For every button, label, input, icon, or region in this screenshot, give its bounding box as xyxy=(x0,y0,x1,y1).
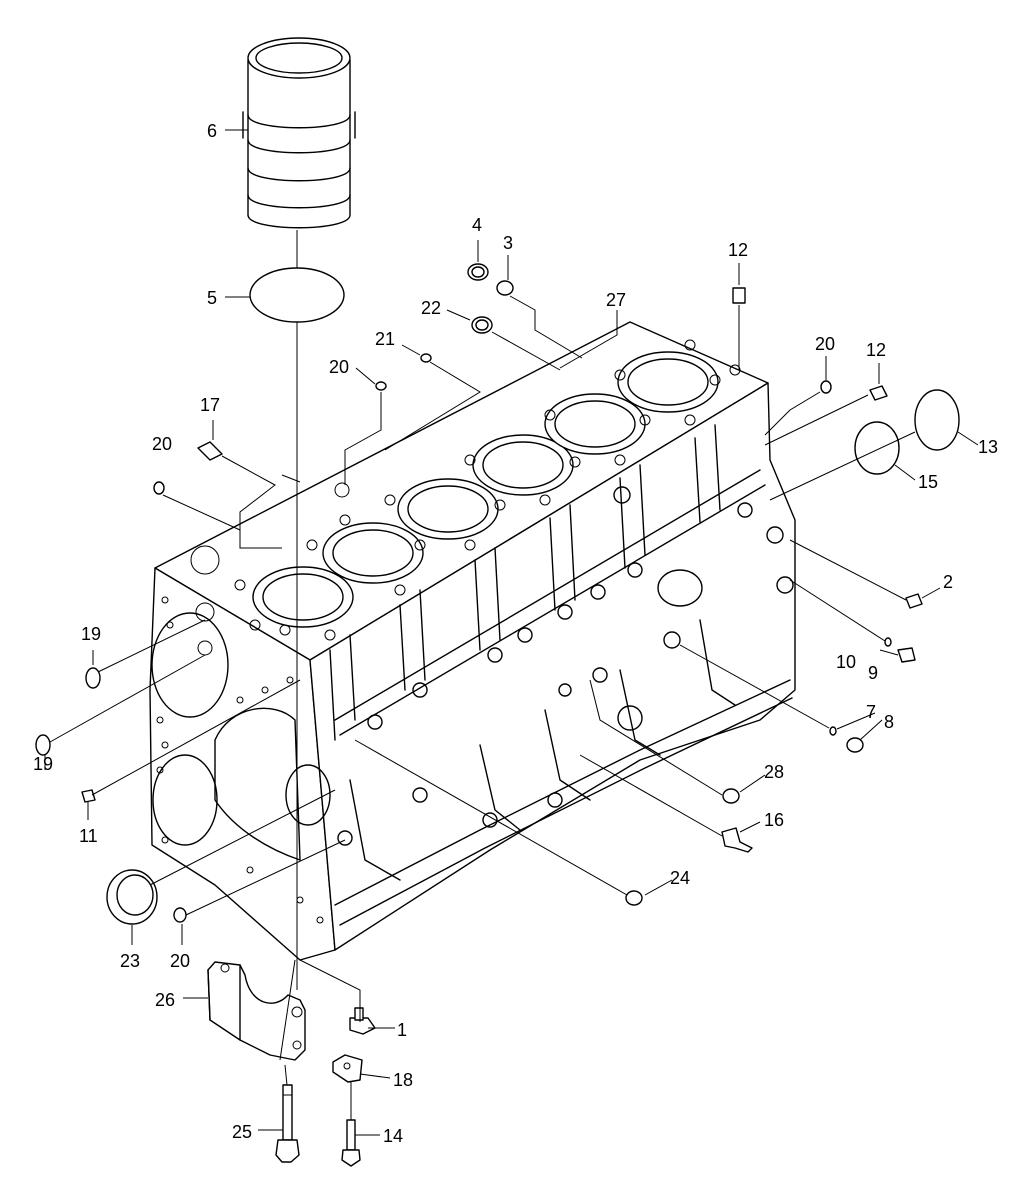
callout-labels: 1 2 3 4 5 6 7 8 9 10 11 12 12 13 14 15 1… xyxy=(33,121,998,1146)
callout-20-right: 20 xyxy=(815,334,835,354)
callout-7: 7 xyxy=(866,702,876,722)
side-ribs xyxy=(329,424,766,881)
cylinder-bores xyxy=(252,351,719,628)
callout-28: 28 xyxy=(764,762,784,782)
callout-15: 15 xyxy=(918,472,938,492)
callout-26: 26 xyxy=(155,990,175,1010)
callout-5: 5 xyxy=(207,288,217,308)
callout-6: 6 xyxy=(207,121,217,141)
callout-27: 27 xyxy=(606,290,626,310)
callout-12-right: 12 xyxy=(866,340,886,360)
liner-o-ring xyxy=(249,267,345,323)
callout-20-bottom: 20 xyxy=(170,951,190,971)
cylinder-liner xyxy=(242,37,356,229)
cap-bolt xyxy=(275,1084,300,1163)
callout-3: 3 xyxy=(503,233,513,253)
callout-11: 11 xyxy=(79,826,98,846)
deck-bolt-holes xyxy=(190,339,741,641)
callout-20-top: 20 xyxy=(329,357,349,377)
callout-12-top: 12 xyxy=(728,240,748,260)
callout-23: 23 xyxy=(120,951,140,971)
callout-16: 16 xyxy=(764,810,784,830)
callout-2: 2 xyxy=(943,572,953,592)
callout-8: 8 xyxy=(884,712,894,732)
callout-1: 1 xyxy=(397,1020,407,1040)
callout-24: 24 xyxy=(670,868,690,888)
callout-14: 14 xyxy=(383,1126,403,1146)
callout-19-upper: 19 xyxy=(81,624,101,644)
callout-25: 25 xyxy=(232,1122,252,1142)
callout-10: 10 xyxy=(836,652,856,672)
leader-lines xyxy=(44,129,979,1136)
callout-4: 4 xyxy=(472,215,482,235)
callout-13: 13 xyxy=(978,437,998,457)
side-bosses xyxy=(337,486,794,846)
callout-22: 22 xyxy=(421,298,441,318)
oil-jet xyxy=(349,1007,376,1035)
callout-21: 21 xyxy=(375,329,395,349)
callout-19-lower: 19 xyxy=(33,754,53,774)
cylinder-block xyxy=(149,321,796,961)
small-parts xyxy=(35,263,960,925)
oil-jet-bracket xyxy=(332,1054,363,1083)
callout-20-left: 20 xyxy=(152,434,172,454)
callout-17: 17 xyxy=(200,395,220,415)
oil-jet-bolt xyxy=(341,1119,361,1167)
main-bearing-cap xyxy=(207,961,306,1061)
callout-9: 9 xyxy=(868,663,878,683)
callout-18: 18 xyxy=(393,1070,413,1090)
